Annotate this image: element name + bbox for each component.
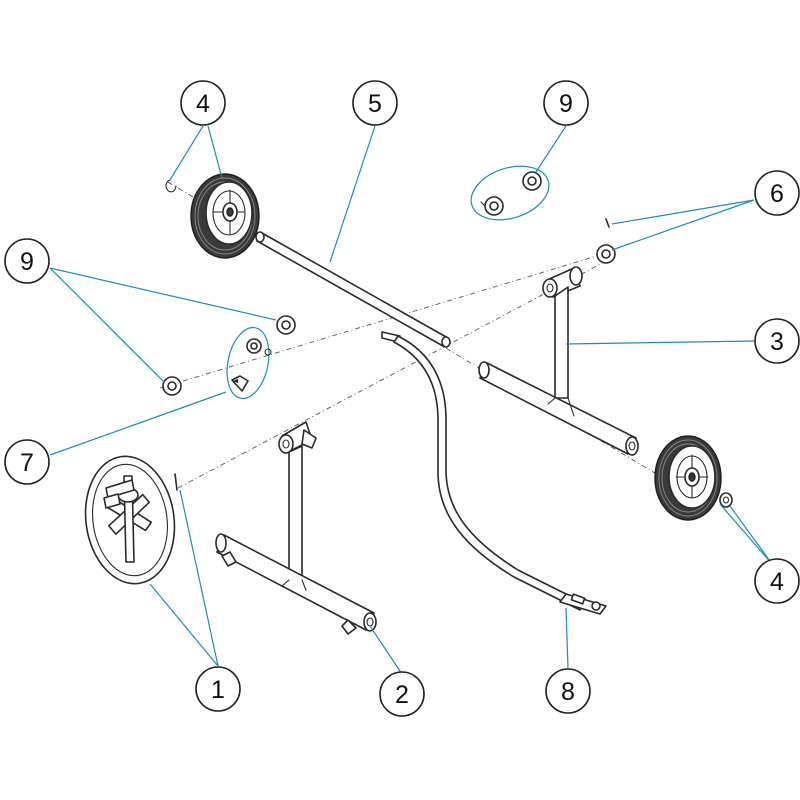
callout-circle xyxy=(754,170,800,216)
callout-number: 7 xyxy=(20,449,34,477)
top-bushings-group xyxy=(470,165,550,221)
assembly-axis-lines xyxy=(159,181,701,501)
callout-4-left-wheel: 4 xyxy=(180,80,226,126)
callout-circle xyxy=(754,558,800,604)
callout-number: 1 xyxy=(211,676,225,704)
pin-and-bushing xyxy=(596,218,616,264)
left-bushings xyxy=(162,315,296,396)
callout-2-left-stand: 2 xyxy=(379,671,425,717)
reel-axis-line xyxy=(177,259,609,489)
callout-6-pin: 6 xyxy=(754,170,800,216)
leader-lines xyxy=(49,125,773,675)
reel-pin xyxy=(174,473,178,491)
right-wheel-clip xyxy=(719,492,733,508)
wheel-axis-line xyxy=(167,181,701,501)
callout-number: 9 xyxy=(20,248,34,276)
callout-circle xyxy=(195,666,241,712)
callout-circle xyxy=(352,80,398,126)
callout-number: 5 xyxy=(368,90,382,118)
callout-4-right-wheel: 4 xyxy=(754,558,800,604)
reel-flange xyxy=(84,455,176,585)
callout-9-left-bushings: 9 xyxy=(4,238,50,284)
callout-number: 2 xyxy=(395,681,409,709)
callout-circle xyxy=(543,80,589,126)
callout-circle xyxy=(180,80,226,126)
callout-3-right-stand: 3 xyxy=(754,318,800,364)
callout-number: 3 xyxy=(770,328,784,356)
callout-number: 9 xyxy=(559,90,573,118)
crank-handle xyxy=(381,331,607,615)
callout-1-reel-flange: 1 xyxy=(195,666,241,712)
callout-8-handle: 8 xyxy=(545,668,591,714)
callout-circle xyxy=(4,238,50,284)
left-wheel-clip xyxy=(165,179,177,193)
callout-circle xyxy=(754,318,800,364)
callout-number: 6 xyxy=(770,180,784,208)
callout-number: 4 xyxy=(196,90,210,118)
left-stand xyxy=(215,421,377,635)
callout-circle xyxy=(379,671,425,717)
axle-tube xyxy=(255,231,451,348)
callout-number: 4 xyxy=(770,568,784,596)
callout-layer: 4 5 9 6 9 3 7 4 1 2 8 xyxy=(4,80,800,717)
callout-7-knob: 7 xyxy=(4,439,50,485)
callout-circle xyxy=(545,668,591,714)
left-wheel xyxy=(190,173,260,259)
callout-circle xyxy=(4,439,50,485)
callout-number: 8 xyxy=(561,678,575,706)
callout-9-top-bushings: 9 xyxy=(543,80,589,126)
right-wheel xyxy=(654,435,722,521)
callout-5-axle: 5 xyxy=(352,80,398,126)
knob-group xyxy=(226,326,272,400)
right-stand xyxy=(478,266,639,456)
